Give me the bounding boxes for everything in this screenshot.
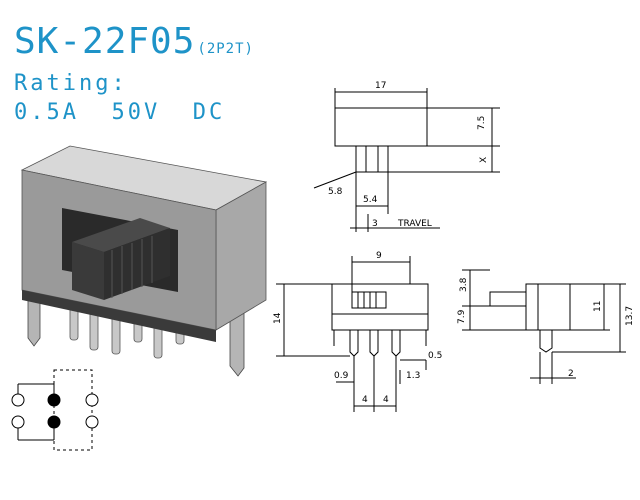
label-7-9: 7.9 [457, 309, 467, 324]
side-view [462, 269, 626, 384]
rating-value: 0.5A 50V DC [14, 100, 226, 125]
schematic-pin-2 [47, 393, 61, 407]
schematic-dashed-box [53, 369, 93, 451]
front-view-labels: 9 14 0.9 4 4 1.3 0.5 [273, 251, 442, 405]
switch-render [20, 145, 268, 377]
label-0-9: 0.9 [334, 371, 349, 381]
side-pin [539, 330, 553, 353]
front-view [276, 256, 429, 412]
model-pole-throw: (2P2T) [197, 41, 254, 57]
schematic-pin-1 [11, 393, 25, 407]
side-view-knob [489, 291, 527, 307]
label-travel: TRAVEL [397, 219, 432, 229]
front-pin-1 [349, 330, 359, 357]
label-5-4: 5.4 [363, 195, 378, 205]
side-view-labels: 3.8 7.9 11 13.7 2 [457, 277, 635, 379]
model-name: SK-22F05 [14, 21, 196, 62]
pin-schematic [11, 369, 99, 451]
label-1-3: 1.3 [406, 371, 420, 381]
label-x: X [479, 157, 489, 163]
dim-line-5-8 [313, 171, 357, 189]
side-view-body [525, 283, 571, 331]
label-4a: 4 [362, 395, 368, 405]
label-7-5: 7.5 [477, 116, 487, 130]
schematic-pin-6 [85, 415, 99, 429]
housing-base [22, 290, 216, 342]
model-line: SK-22F05(2P2T) [14, 22, 254, 62]
front-pin-3 [391, 330, 401, 357]
actuator-knob [72, 218, 170, 300]
label-11: 11 [593, 301, 603, 312]
label-5-8: 5.8 [328, 187, 343, 197]
label-travel-3: 3 [372, 219, 378, 229]
label-17: 17 [375, 81, 386, 91]
rating-label: Rating: [14, 71, 128, 96]
schematic-pin-4 [11, 415, 25, 429]
label-9: 9 [376, 251, 382, 261]
title-block: SK-22F05(2P2T) Rating: 0.5A 50V DC [14, 22, 254, 128]
top-view-knob [355, 145, 389, 173]
label-3-8: 3.8 [459, 277, 469, 292]
front-view-body [331, 283, 429, 331]
top-view-body [334, 107, 428, 147]
front-view-knob [351, 291, 387, 309]
label-4b: 4 [383, 395, 389, 405]
front-pin-2 [369, 330, 379, 357]
mount-leg-left [27, 299, 41, 347]
mount-leg-right [229, 311, 245, 377]
top-view-labels: 17 7.5 X 5.8 5.4 3 TRAVEL [328, 81, 489, 229]
label-14: 14 [273, 312, 283, 324]
label-13-7: 13.7 [625, 306, 635, 326]
label-2: 2 [568, 369, 574, 379]
schematic-pin-5 [47, 415, 61, 429]
label-0-5: 0.5 [428, 351, 442, 361]
top-view [313, 88, 500, 232]
schematic-pin-3 [85, 393, 99, 407]
